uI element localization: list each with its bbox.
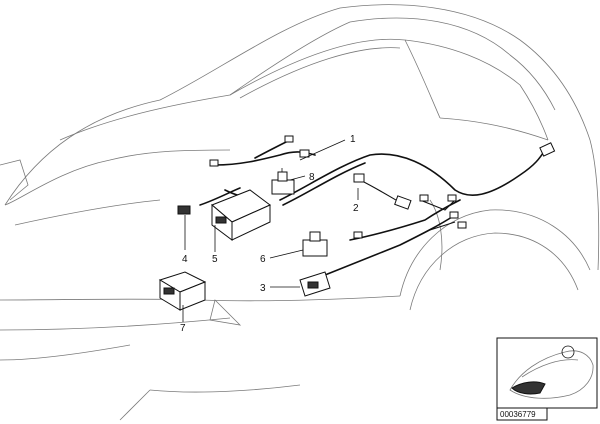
part-8-upper-switch: [271, 168, 295, 195]
inset-overview: [496, 337, 598, 409]
callout-5: 5: [212, 254, 218, 265]
callout-8: 8: [309, 172, 315, 183]
part-5-control-unit: [211, 189, 271, 241]
callout-7: 7: [180, 323, 186, 334]
connector-end: [539, 142, 556, 157]
branch-connectors: [209, 135, 467, 239]
lower-branch-harness: [324, 199, 461, 276]
part-7-switch-unit: [158, 271, 207, 311]
leader-lines: [182, 139, 359, 322]
main-harness: [279, 144, 551, 206]
part-6-lower-switch: [302, 231, 328, 257]
reference-number-box: 00036779: [496, 407, 548, 421]
reference-number: 00036779: [500, 410, 536, 419]
callout-1: 1: [350, 134, 356, 145]
part-2-connector: [353, 173, 412, 210]
part-3-plug: [299, 271, 331, 297]
callout-3: 3: [260, 283, 266, 294]
callout-4: 4: [182, 254, 188, 265]
callout-2: 2: [353, 203, 359, 214]
callout-labels: 1 2 3 4 5 6 8 7: [180, 134, 359, 334]
car-body-outline: [0, 4, 600, 421]
callout-6: 6: [260, 254, 266, 265]
part-4-connector: [177, 205, 191, 215]
